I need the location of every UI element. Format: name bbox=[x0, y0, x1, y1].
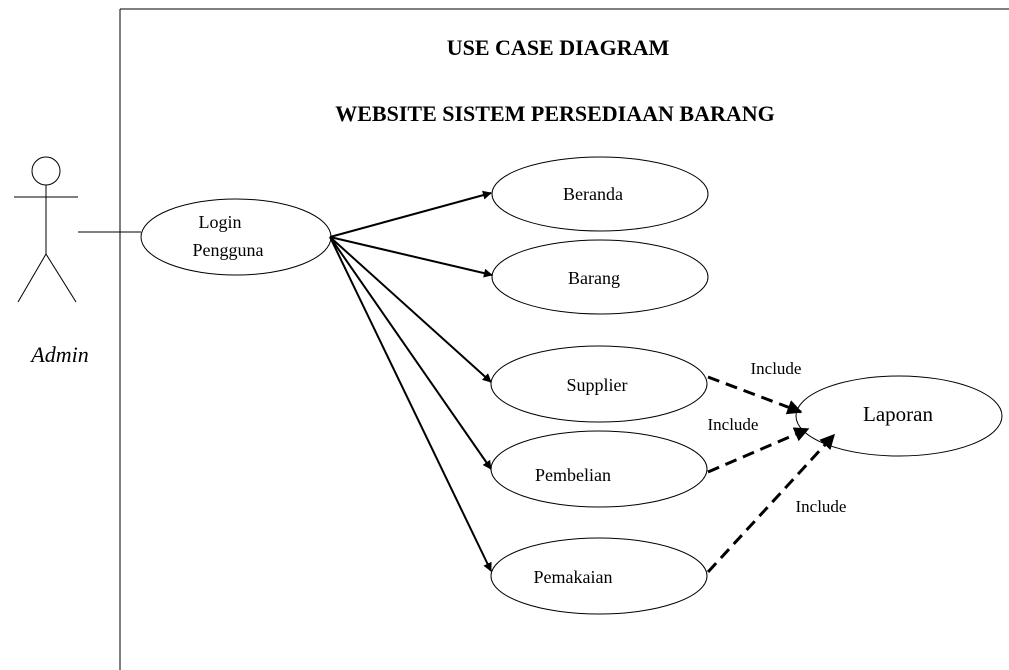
use-case-beranda: Beranda bbox=[491, 156, 709, 232]
use-case-beranda-label: Beranda bbox=[563, 184, 623, 204]
actor-admin bbox=[14, 156, 78, 303]
arrow-login-barang bbox=[329, 236, 493, 278]
use-case-login-line1: Login bbox=[199, 212, 242, 232]
use-case-barang: Barang bbox=[491, 239, 709, 315]
arrow-login-supplier bbox=[329, 236, 492, 383]
use-case-laporan: Laporan bbox=[795, 375, 1003, 457]
include-arrow-pemakaian-laporan bbox=[706, 433, 836, 574]
use-case-pemakaian-label: Pemakaian bbox=[534, 567, 613, 587]
arrow-login-pemakaian bbox=[329, 236, 492, 572]
actor-label: Admin bbox=[29, 342, 88, 367]
diagram-title: USE CASE DIAGRAM bbox=[447, 35, 670, 60]
use-case-supplier-label: Supplier bbox=[567, 375, 628, 395]
actor-right-leg bbox=[45, 253, 77, 303]
use-case-login-line2: Pengguna bbox=[193, 240, 264, 260]
use-case-pembelian: Pembelian bbox=[490, 430, 708, 508]
arrow-login-beranda bbox=[329, 190, 492, 238]
include-label-pembelian: Include bbox=[708, 415, 759, 434]
include-label-supplier: Include bbox=[751, 359, 802, 378]
include-label-pemakaian: Include bbox=[796, 497, 847, 516]
use-case-login: Login Pengguna bbox=[140, 198, 332, 276]
use-case-pembelian-label: Pembelian bbox=[535, 465, 611, 485]
use-case-barang-label: Barang bbox=[568, 268, 620, 288]
use-case-supplier: Supplier bbox=[490, 345, 708, 423]
actor-head bbox=[31, 156, 61, 186]
diagram-subtitle: WEBSITE SISTEM PERSEDIAAN BARANG bbox=[335, 101, 775, 126]
arrow-login-pembelian bbox=[329, 236, 492, 470]
system-boundary bbox=[119, 8, 1009, 670]
include-arrow-pembelian-laporan bbox=[707, 427, 810, 474]
actor-left-leg bbox=[17, 253, 47, 303]
use-case-pemakaian: Pemakaian bbox=[490, 537, 708, 615]
use-case-laporan-label: Laporan bbox=[863, 402, 933, 426]
include-arrow-supplier-laporan bbox=[707, 375, 803, 415]
